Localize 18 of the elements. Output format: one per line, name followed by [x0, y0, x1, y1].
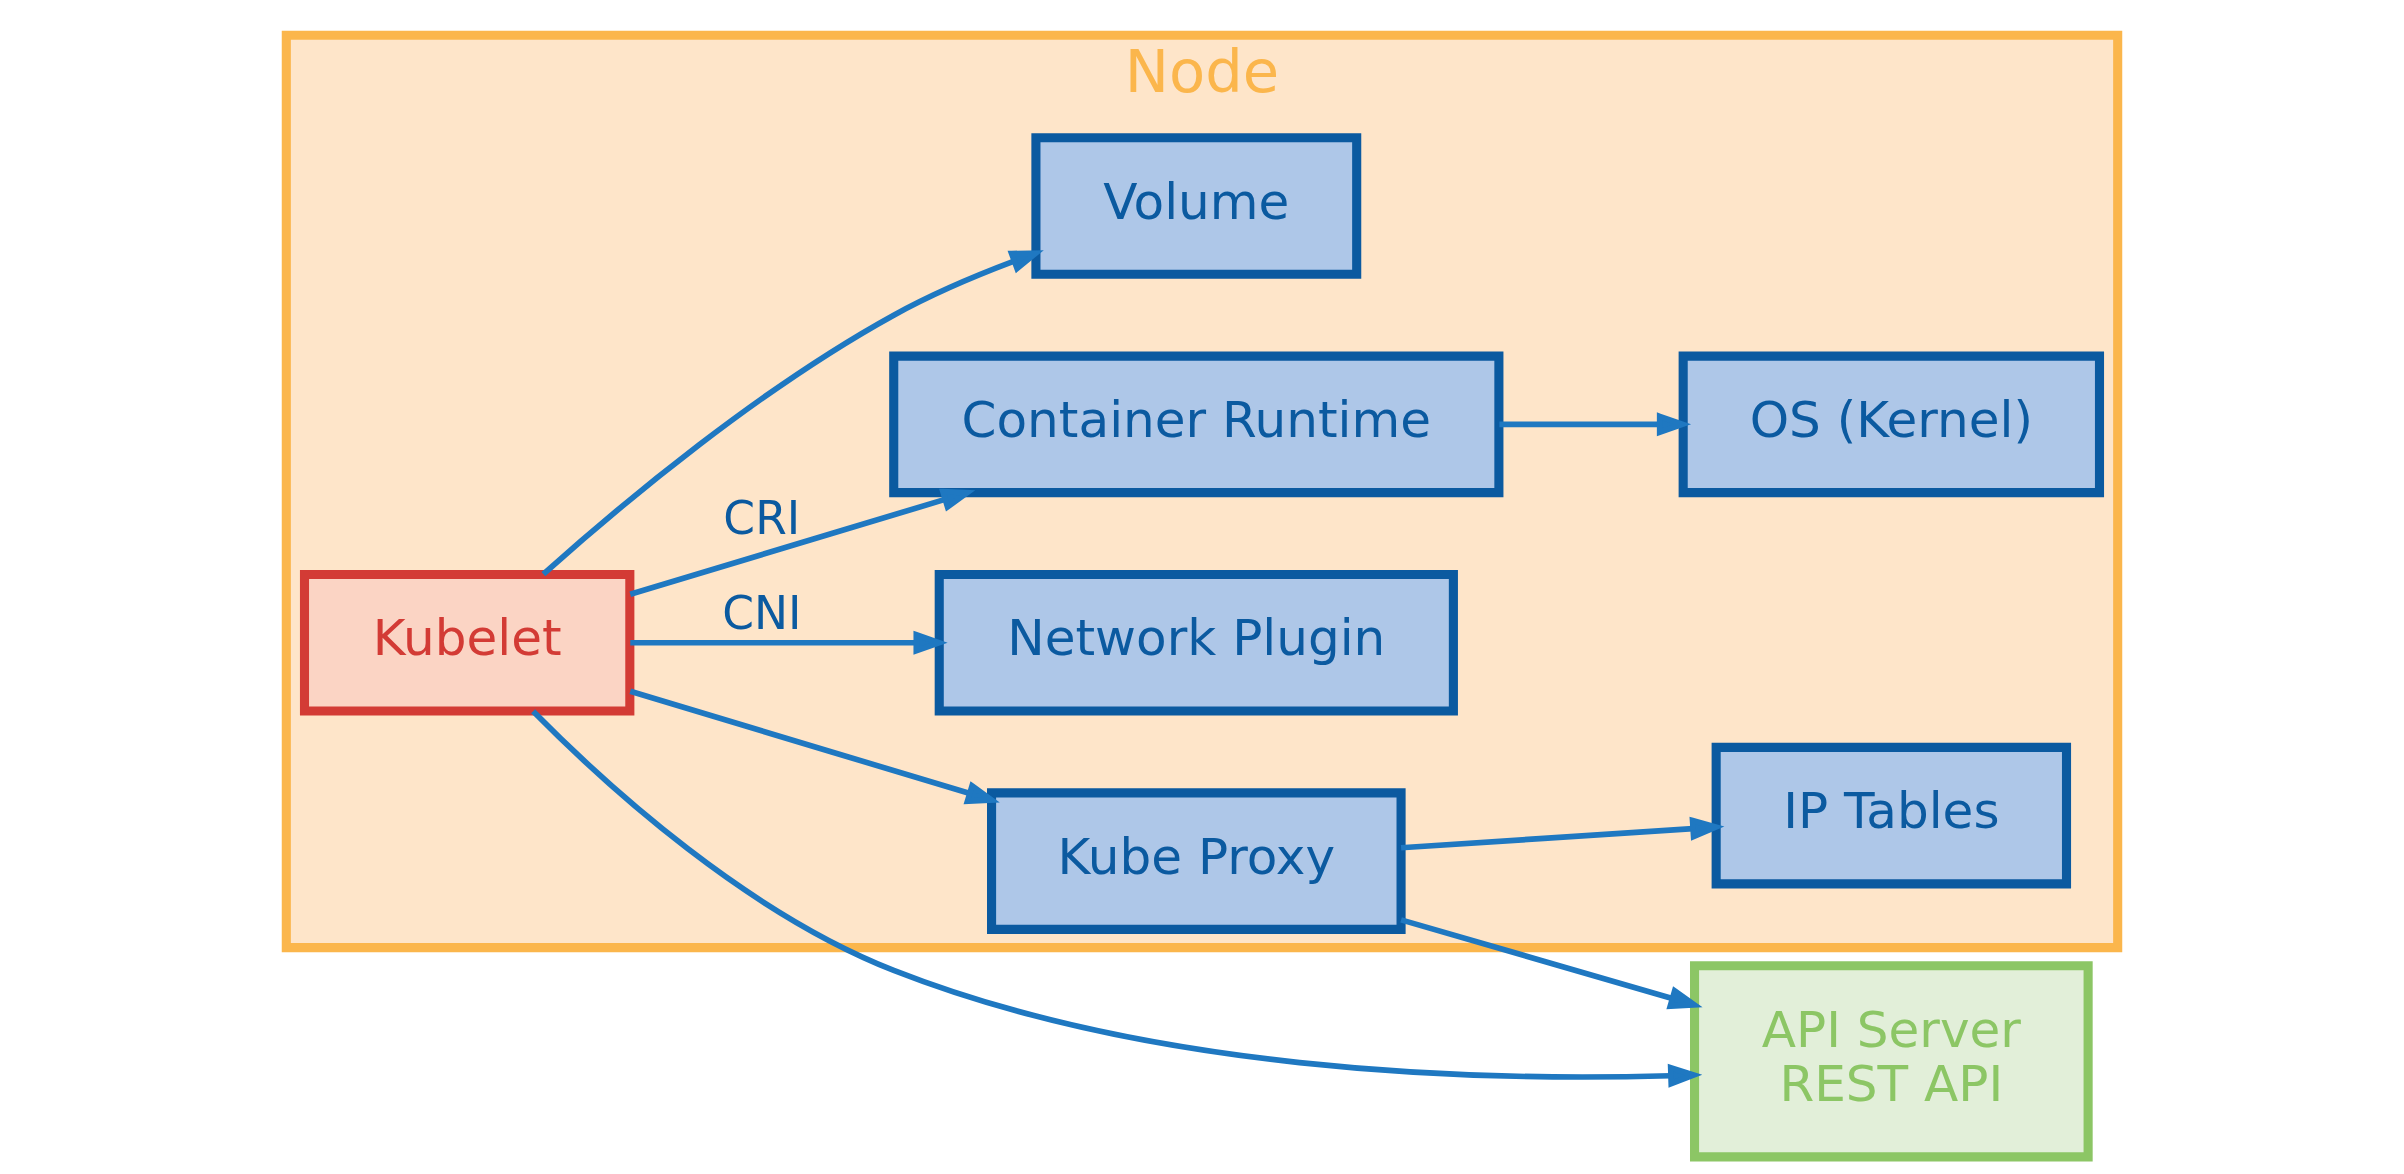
node-box: Kube Proxy [987, 788, 1406, 934]
arrow [531, 709, 1703, 1088]
arrow [629, 488, 976, 597]
node-box: Volume [1031, 133, 1362, 279]
arrow [541, 250, 1044, 577]
arrow [1499, 412, 1692, 437]
node-box: OS (Kernel) [1678, 351, 2105, 498]
node-box: Kubelet [299, 569, 635, 716]
node-box: API Server REST API [1690, 961, 2093, 1162]
arrow [630, 630, 948, 655]
arrow [1400, 816, 1725, 851]
node-box: Container Runtime [889, 351, 1504, 498]
edge-label: CNI [722, 587, 802, 641]
arrow [629, 688, 1000, 805]
arrow [1400, 917, 1703, 1010]
node-box: IP Tables [1711, 742, 2072, 889]
node-box: Network Plugin [934, 569, 1458, 716]
edge-label: CRI [723, 491, 801, 545]
